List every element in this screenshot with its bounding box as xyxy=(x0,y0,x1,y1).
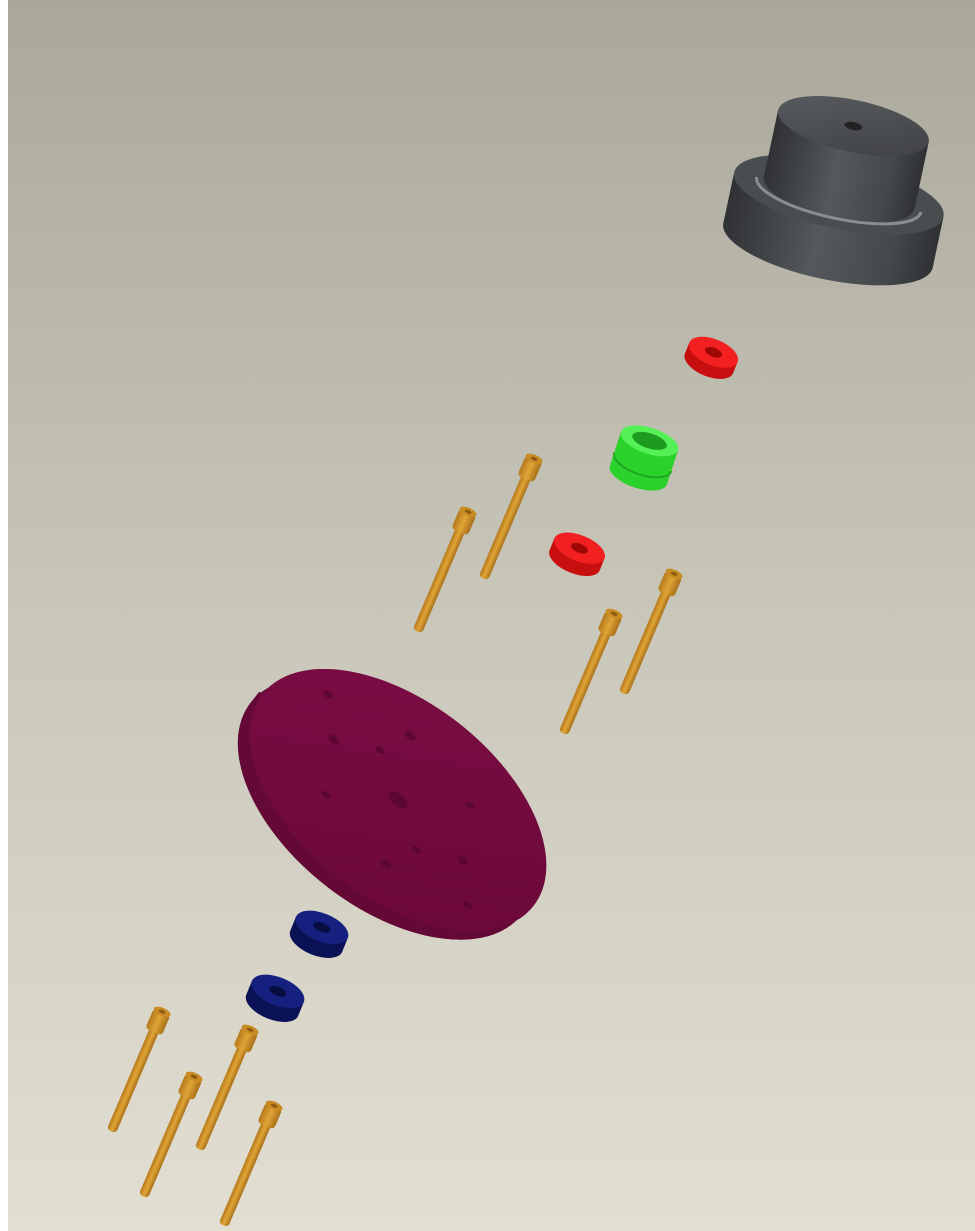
spacer-lower-part[interactable] xyxy=(241,968,309,1029)
seal-ring-lower-part[interactable] xyxy=(545,526,610,582)
mounting-plate-part[interactable] xyxy=(190,614,594,994)
exploded-assembly-view[interactable] xyxy=(8,0,975,1231)
spacer-upper-part[interactable] xyxy=(285,904,353,965)
bushing-part[interactable] xyxy=(606,419,682,497)
housing-part[interactable] xyxy=(716,78,963,301)
seal-ring-upper-part[interactable] xyxy=(680,330,742,385)
plate-holes xyxy=(321,690,475,910)
